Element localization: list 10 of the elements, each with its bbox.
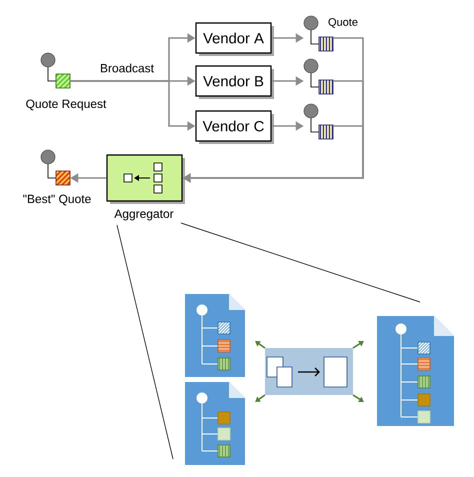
- vendor-box: Vendor A: [195, 22, 274, 56]
- edge-label: Broadcast: [98, 62, 155, 74]
- node-label: Quote Request: [26, 100, 106, 110]
- vendor-box: Vendor B: [195, 65, 274, 99]
- message-icon: [304, 104, 334, 140]
- node-label: Quote: [328, 18, 358, 28]
- node-label: Aggregator: [114, 210, 174, 220]
- vendor-box: Vendor C: [195, 110, 274, 144]
- node-label: "Best" Quote: [23, 194, 91, 206]
- message-icon: [304, 58, 334, 94]
